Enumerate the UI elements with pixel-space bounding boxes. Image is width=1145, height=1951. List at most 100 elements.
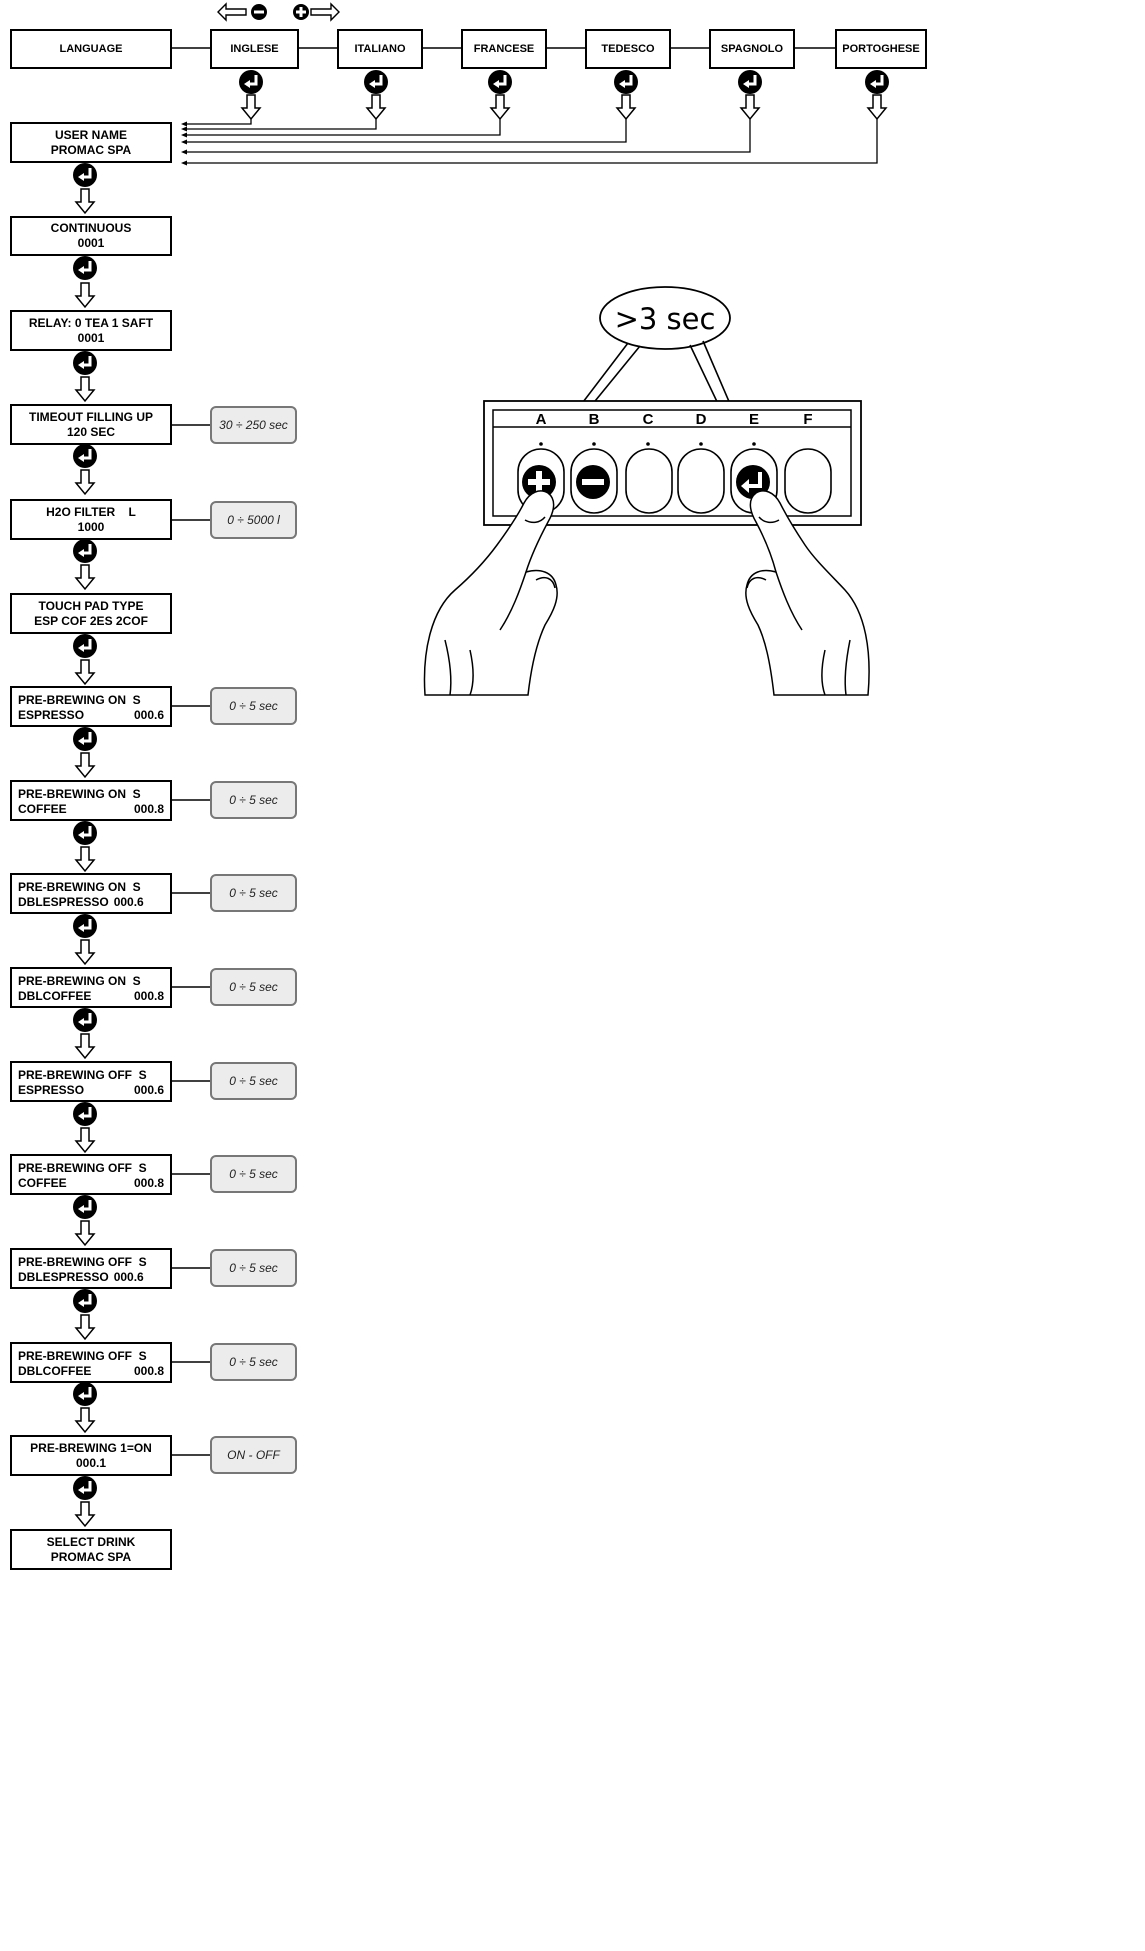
range-prebrewing-on-dblespresso: 0 ÷ 5 sec bbox=[210, 874, 297, 912]
language-option-label: INGLESE bbox=[230, 42, 279, 55]
step-line2-value: 000.6 bbox=[133, 707, 164, 722]
step-line2: 0001 bbox=[77, 236, 105, 250]
language-option-francese: FRANCESE bbox=[461, 29, 547, 69]
key-letter-f: F bbox=[803, 411, 812, 428]
range-prebrewing-on-espresso: 0 ÷ 5 sec bbox=[210, 687, 297, 725]
range-prebrewing-on-coffee: 0 ÷ 5 sec bbox=[210, 781, 297, 819]
step-line2-value: 000.6 bbox=[133, 1082, 164, 1097]
step-line2: PROMAC SPA bbox=[50, 1549, 132, 1564]
step-line1: PRE-BREWING ON S bbox=[18, 692, 141, 707]
minus-icon bbox=[576, 465, 610, 499]
step-chain-icons bbox=[71, 161, 99, 1527]
step-line2-label: ESPRESSO bbox=[18, 707, 85, 722]
step-timeout-filling-up: TIMEOUT FILLING UP 120 SEC bbox=[10, 404, 172, 445]
plus-icon bbox=[522, 465, 556, 499]
step-relay: RELAY: 0 TEA 1 SAFT 0001 bbox=[10, 310, 172, 351]
key-c bbox=[625, 448, 673, 514]
step-h2o-filter: H2O FILTER L 1000 bbox=[10, 499, 172, 540]
step-touch-pad-type: TOUCH PAD TYPE ESP COF 2ES 2COF bbox=[10, 593, 172, 634]
step-line2-label: ESPRESSO bbox=[18, 1082, 85, 1097]
left-hand bbox=[423, 490, 558, 696]
step-line2-value: 000.6 bbox=[113, 1269, 144, 1284]
plus-icon bbox=[293, 4, 309, 20]
step-line2-value: 000.8 bbox=[133, 1363, 164, 1378]
key-letter-e: E bbox=[749, 411, 759, 428]
range-prebrewing-off-coffee: 0 ÷ 5 sec bbox=[210, 1155, 297, 1193]
step-line1: H2O FILTER L bbox=[46, 504, 136, 519]
language-box: LANGUAGE bbox=[10, 29, 172, 69]
step-continuous: CONTINUOUS 0001 bbox=[10, 216, 172, 256]
language-option-label: FRANCESE bbox=[473, 42, 535, 55]
step-line1: PRE-BREWING OFF S bbox=[18, 1160, 147, 1175]
step-line1: PRE-BREWING ON S bbox=[18, 973, 141, 988]
step-line1: USER NAME bbox=[54, 127, 127, 142]
hold-time-bubble bbox=[599, 286, 731, 350]
step-line1: TOUCH PAD TYPE bbox=[38, 598, 144, 613]
step-prebrewing-on-coffee: PRE-BREWING ON S COFFEE 000.8 bbox=[10, 780, 172, 821]
step-line1: PRE-BREWING ON S bbox=[18, 786, 141, 801]
language-option-label: PORTOGHESE bbox=[842, 42, 920, 55]
step-line2-label: DBLESPRESSO bbox=[18, 1269, 109, 1284]
step-line2-value: 000.6 bbox=[113, 894, 144, 909]
key-letter-b: B bbox=[589, 411, 600, 428]
range-prebrewing-off-dblcoffee: 0 ÷ 5 sec bbox=[210, 1343, 297, 1381]
language-option-portoghese: PORTOGHESE bbox=[835, 29, 927, 69]
step-prebrewing-toggle: PRE-BREWING 1=ON 000.1 bbox=[10, 1435, 172, 1476]
key-d bbox=[677, 448, 725, 514]
language-option-inglese: INGLESE bbox=[210, 29, 299, 69]
language-option-label: ITALIANO bbox=[354, 42, 406, 55]
language-option-spagnolo: SPAGNOLO bbox=[709, 29, 795, 69]
language-option-tedesco: TEDESCO bbox=[585, 29, 671, 69]
right-hand bbox=[745, 490, 870, 696]
step-prebrewing-on-espresso: PRE-BREWING ON S ESPRESSO 000.6 bbox=[10, 686, 172, 727]
step-line2: PROMAC SPA bbox=[50, 142, 132, 157]
step-line1: SELECT DRINK bbox=[46, 1534, 136, 1549]
key-letter-d: D bbox=[696, 411, 707, 428]
language-option-italiano: ITALIANO bbox=[337, 29, 423, 69]
arrow-right-icon bbox=[310, 2, 340, 22]
step-line2-label: DBLCOFFEE bbox=[18, 988, 92, 1003]
range-prebrewing-on-dblcoffee: 0 ÷ 5 sec bbox=[210, 968, 297, 1006]
step-line1: CONTINUOUS bbox=[50, 221, 132, 235]
step-select-drink: SELECT DRINK PROMAC SPA bbox=[10, 1529, 172, 1570]
language-option-label: SPAGNOLO bbox=[720, 42, 784, 55]
step-line1: PRE-BREWING OFF S bbox=[18, 1254, 147, 1269]
step-line2: 1000 bbox=[77, 519, 105, 534]
step-line2-label: COFFEE bbox=[18, 801, 67, 816]
keypad-illustration bbox=[423, 286, 870, 696]
language-option-label: TEDESCO bbox=[601, 42, 655, 55]
arrow-left-icon bbox=[217, 2, 247, 22]
range-prebrewing-off-dblespresso: 0 ÷ 5 sec bbox=[210, 1249, 297, 1287]
hold-time-text: >3 sec bbox=[615, 302, 716, 336]
step-line2: 000.1 bbox=[75, 1455, 107, 1470]
step-line2-label: DBLESPRESSO bbox=[18, 894, 109, 909]
language-label: LANGUAGE bbox=[59, 42, 123, 55]
step-line2: 0001 bbox=[77, 330, 105, 345]
key-letter-a: A bbox=[536, 411, 547, 428]
range-h2o-filter: 0 ÷ 5000 l bbox=[210, 501, 297, 539]
range-prebrewing-off-espresso: 0 ÷ 5 sec bbox=[210, 1062, 297, 1100]
step-line1: PRE-BREWING OFF S bbox=[18, 1348, 147, 1363]
range-connectors bbox=[172, 424, 210, 1456]
step-line1: PRE-BREWING ON S bbox=[18, 879, 141, 894]
language-return-lines bbox=[186, 113, 878, 164]
step-line1: RELAY: 0 TEA 1 SAFT bbox=[28, 315, 154, 330]
minus-icon bbox=[251, 4, 267, 20]
step-line2-label: DBLCOFFEE bbox=[18, 1363, 92, 1378]
step-prebrewing-off-dblcoffee: PRE-BREWING OFF S DBLCOFFEE 000.8 bbox=[10, 1342, 172, 1383]
step-line2-value: 000.8 bbox=[133, 1175, 164, 1190]
step-line1: TIMEOUT FILLING UP bbox=[29, 409, 153, 424]
step-line1: PRE-BREWING OFF S bbox=[18, 1067, 147, 1082]
return-arrowheads bbox=[181, 121, 187, 166]
range-prebrewing-toggle: ON - OFF bbox=[210, 1436, 297, 1474]
step-line2: ESP COF 2ES 2COF bbox=[34, 613, 148, 628]
step-user-name: USER NAME PROMAC SPA bbox=[10, 122, 172, 163]
step-prebrewing-on-dblespresso: PRE-BREWING ON S DBLESPRESSO 000.6 bbox=[10, 873, 172, 914]
range-timeout: 30 ÷ 250 sec bbox=[210, 406, 297, 444]
step-line2: 120 SEC bbox=[66, 424, 116, 439]
step-line2-value: 000.8 bbox=[133, 801, 164, 816]
